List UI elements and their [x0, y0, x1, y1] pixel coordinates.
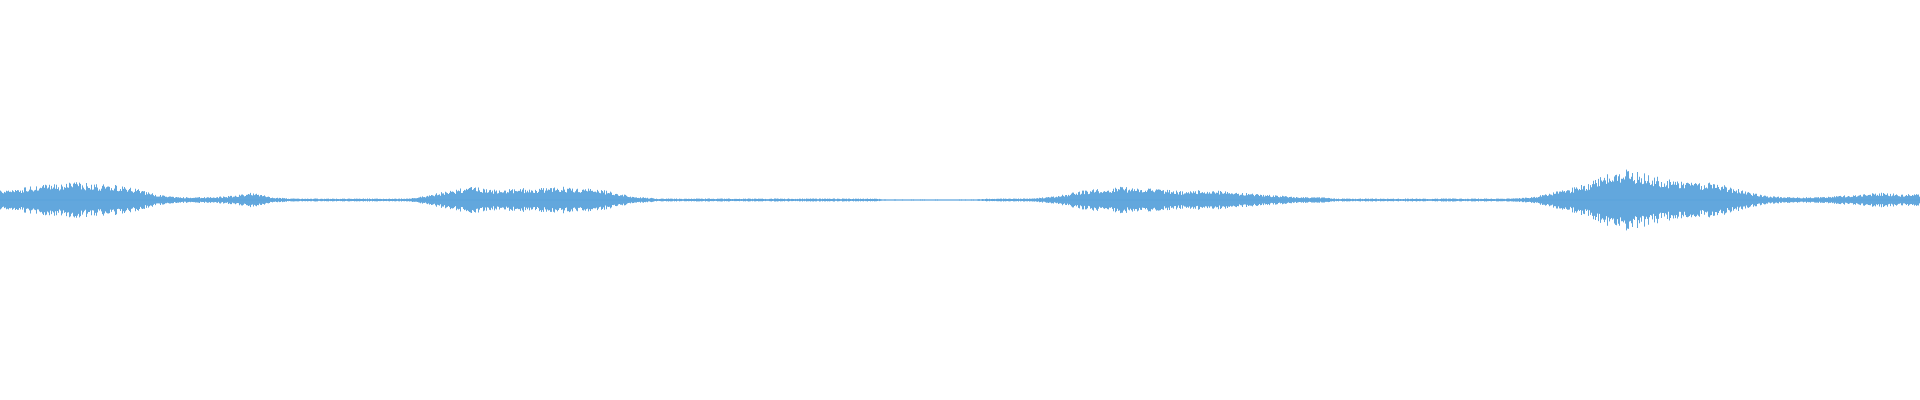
- waveform-bars: [0, 169, 1920, 231]
